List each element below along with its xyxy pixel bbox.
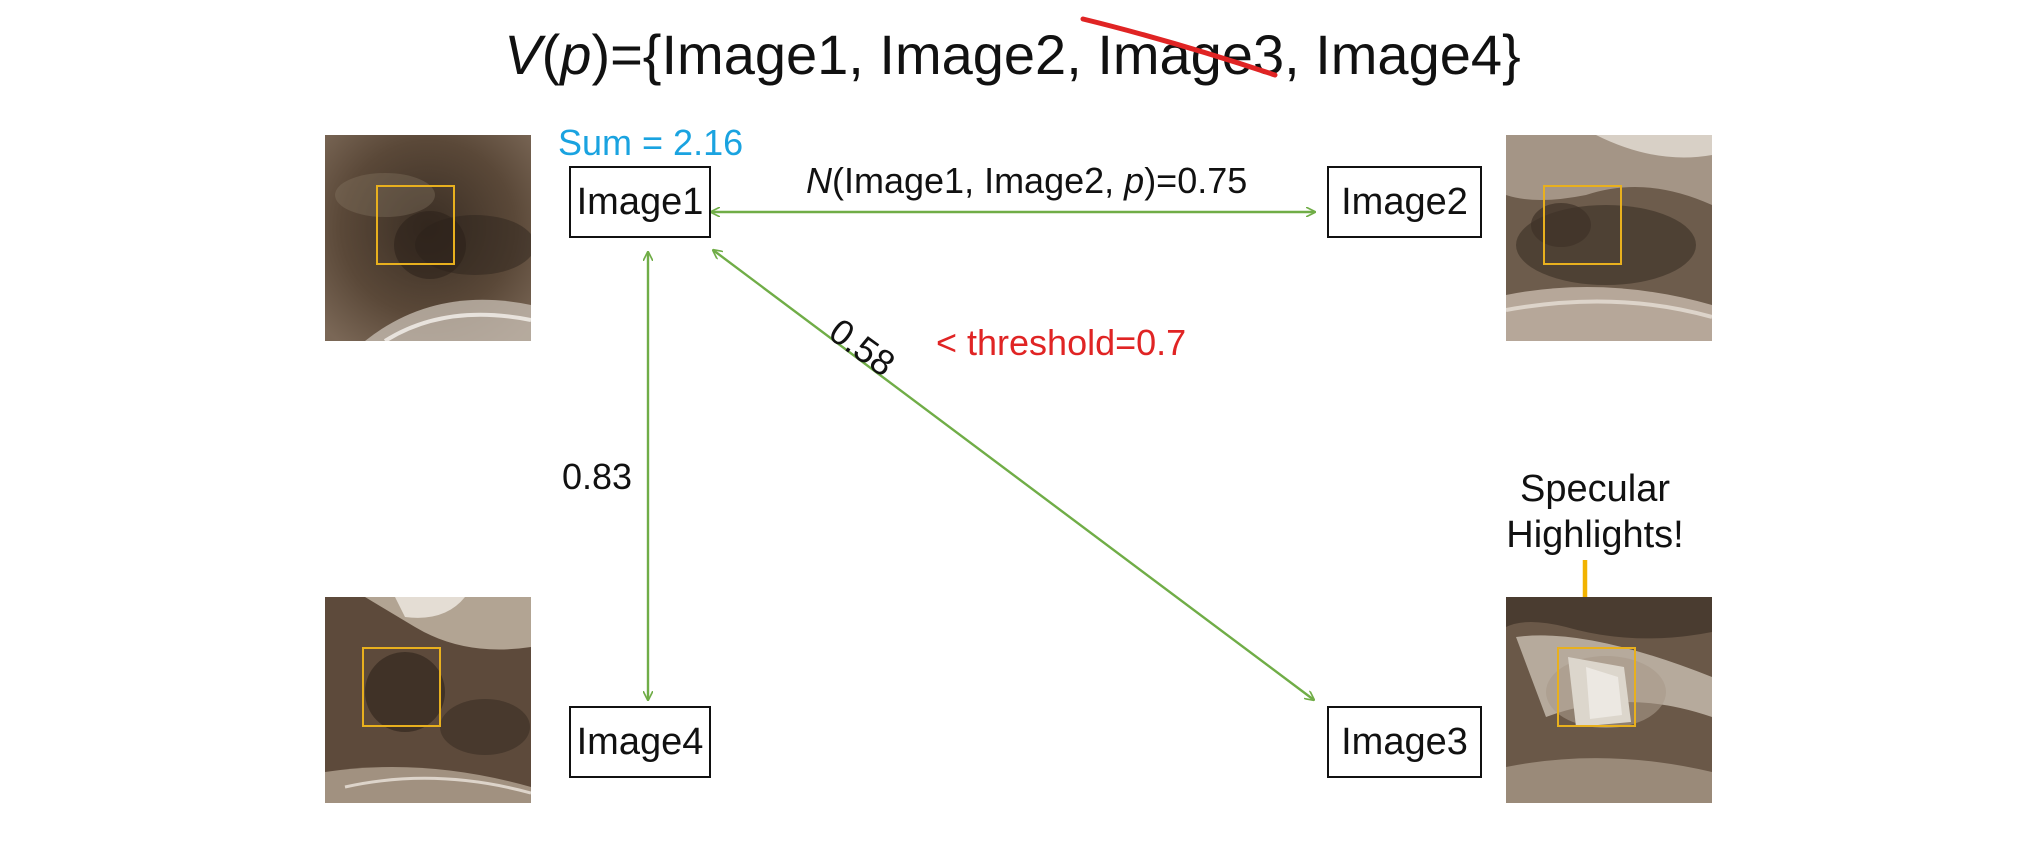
callout-line1: Specular: [1520, 468, 1670, 510]
edge-label-image1-image2: N(Image1, Image2, p)=0.75: [806, 160, 1247, 202]
callout-line2: Highlights!: [1506, 514, 1684, 556]
title-set-close: , Image4}: [1284, 23, 1521, 86]
thumbnail-image2: [1506, 135, 1712, 341]
edge-label-image1-image3: 0.58: [821, 310, 903, 385]
threshold-label: < threshold=0.7: [936, 322, 1187, 363]
title-struck-item: Image3: [1097, 23, 1285, 86]
title-open: (: [541, 23, 561, 86]
title-var: V: [504, 23, 542, 86]
patch-box: [376, 185, 455, 265]
edge-open: (Image1, Image2,: [832, 160, 1125, 201]
title-arg: p: [560, 23, 592, 86]
sum-label: Sum = 2.16: [558, 122, 744, 163]
thumbnail-image4: [325, 597, 531, 803]
edge-image1-image3: [713, 250, 1314, 700]
node-image1: Image1: [569, 166, 711, 238]
patch-box: [362, 647, 441, 727]
edge-label-image1-image4: 0.83: [562, 456, 633, 497]
title-close: ): [591, 23, 611, 86]
patch-box: [1543, 185, 1622, 265]
edge-arg: p: [1124, 160, 1145, 201]
edge-close: )=0.75: [1144, 160, 1248, 201]
node-image3: Image3: [1327, 706, 1482, 778]
struck-item-wrapper: Image3: [1080, 16, 1285, 86]
edge-func: N: [806, 160, 832, 201]
title-formula: V(p)={Image1, Image2, Image3, Image4}: [0, 16, 2025, 88]
node-image4: Image4: [569, 706, 711, 778]
node-image2: Image2: [1327, 166, 1482, 238]
title-set-open: ={Image1, Image2,: [610, 23, 1098, 86]
patch-box: [1557, 647, 1636, 727]
thumbnail-image1: [325, 135, 531, 341]
thumbnail-image3: [1506, 597, 1712, 803]
specular-callout: Specular Highlights!: [1480, 466, 1710, 558]
